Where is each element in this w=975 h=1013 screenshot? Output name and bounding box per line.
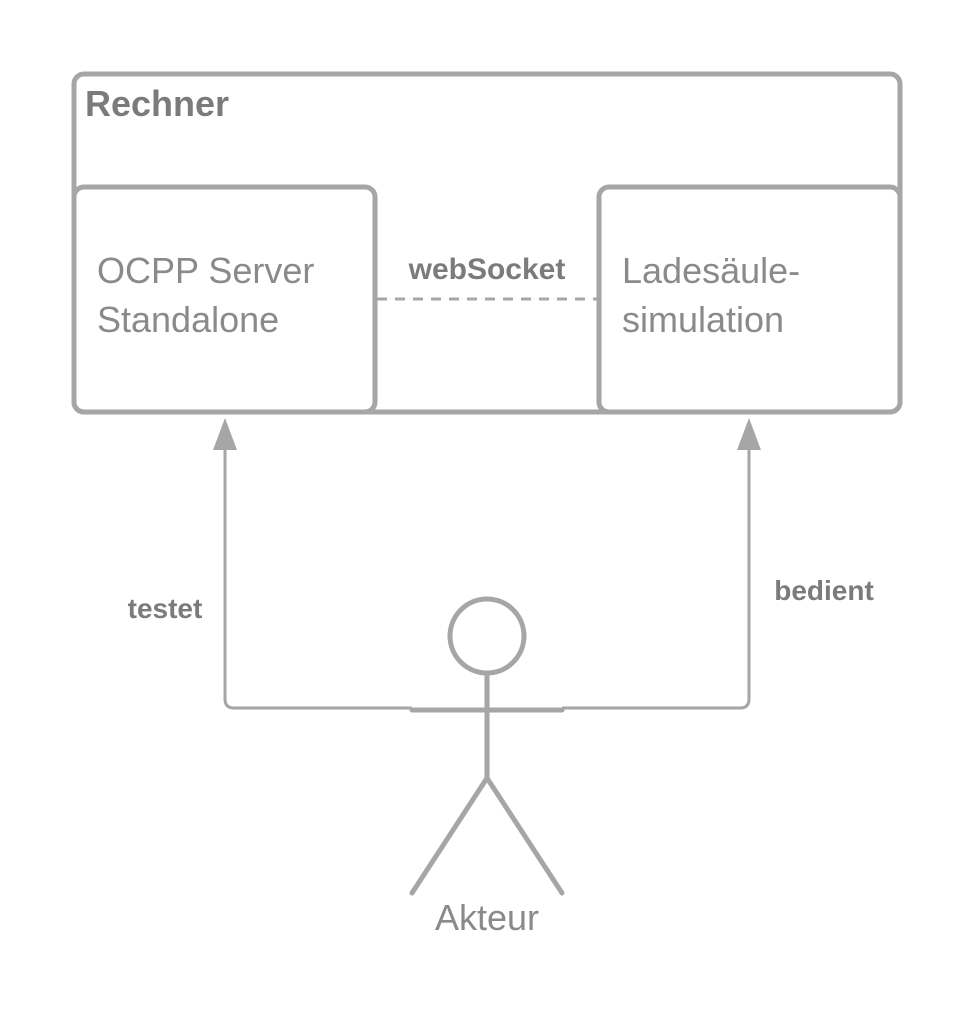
container-rechner-title: Rechner	[85, 83, 229, 124]
connection-websocket[interactable]: webSocket	[377, 253, 597, 301]
connection-bedient[interactable]: bedient	[562, 418, 874, 710]
actor-akteur[interactable]: Akteur	[409, 596, 565, 938]
actor-leg-left	[409, 775, 490, 896]
node-ladesaeule-simulation[interactable]: Ladesäule- simulation	[596, 184, 903, 415]
arrowhead-up-icon	[213, 418, 237, 450]
node-ladesaeule-simulation-line2: simulation	[622, 299, 784, 340]
node-ladesaeule-simulation-line1: Ladesäule-	[622, 250, 800, 291]
arrowhead-up-icon	[737, 418, 761, 450]
actor-stick-figure-icon	[409, 596, 565, 896]
connection-bedient-line	[562, 446, 751, 710]
connection-testet-line	[223, 446, 412, 710]
connection-websocket-label: webSocket	[408, 253, 566, 286]
connection-testet-label: testet	[128, 593, 203, 624]
connection-testet[interactable]: testet	[128, 418, 412, 710]
connection-bedient-label: bedient	[774, 575, 874, 606]
actor-label: Akteur	[435, 897, 539, 938]
actor-leg-right	[484, 775, 565, 896]
node-ocpp-server-line1: OCPP Server	[97, 250, 314, 291]
node-ocpp-server[interactable]: OCPP Server Standalone	[71, 184, 378, 415]
node-ocpp-server-box	[71, 184, 378, 415]
node-ocpp-server-line2: Standalone	[97, 299, 279, 340]
actor-head	[447, 596, 527, 676]
node-ladesaeule-simulation-box	[596, 184, 903, 415]
